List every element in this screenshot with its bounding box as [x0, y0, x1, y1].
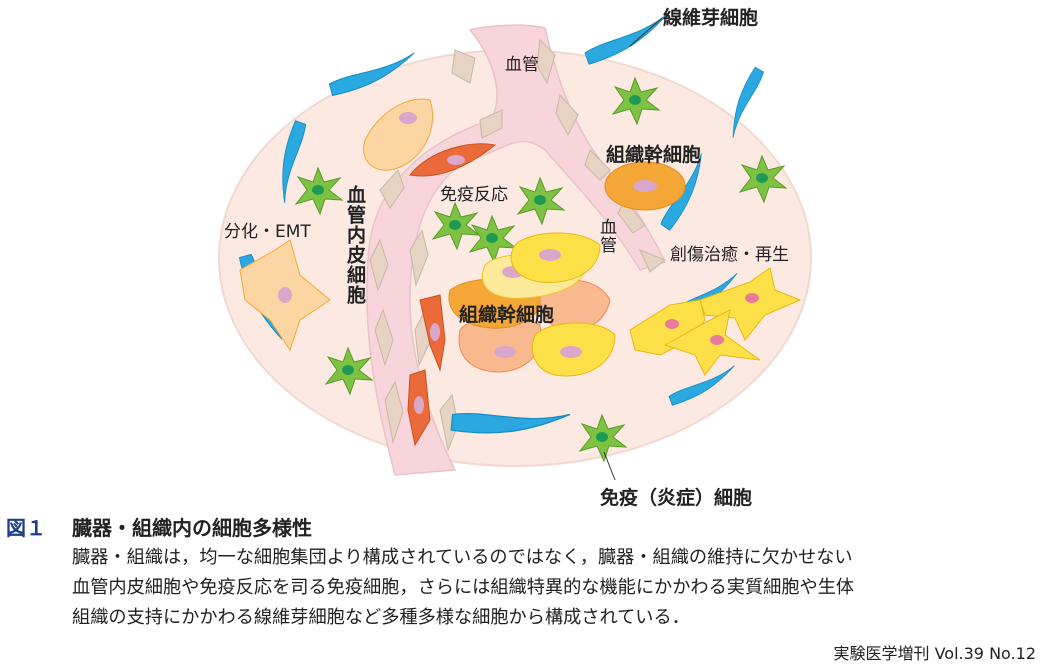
stem-cells [239, 98, 686, 352]
parenchymal-cluster [448, 232, 616, 377]
caption-line: 組織の支持にかかわる線維芽細胞など多種多様な細胞から構成されている． [72, 607, 690, 628]
label-stem-cell-upper: 組織幹細胞 [606, 144, 702, 166]
cell-diversity-diagram [218, 14, 812, 481]
endothelial-cells [407, 143, 497, 447]
label-fibroblast: 線維芽細胞 [663, 7, 759, 29]
label-immune-response: 免疫反応 [440, 185, 508, 205]
figure-caption: 臓器・組織は，均一な細胞集団より構成されているのではなく，臓器・組織の維持に欠か… [72, 543, 1042, 633]
figure-number: 図１ [6, 516, 46, 540]
label-wound-healing: 創傷治癒・再生 [670, 245, 789, 265]
parenchymal-cells [629, 267, 802, 376]
label-stem-cell-center: 組織幹細胞 [459, 304, 555, 326]
label-vessel-right: 血管 [596, 218, 616, 254]
source-citation: 実験医学増刊 Vol.39 No.12 [833, 644, 1036, 663]
label-differentiation-emt: 分化・EMT [224, 222, 311, 242]
figure-title: 臓器・組織内の細胞多様性 [72, 516, 312, 540]
caption-line: 臓器・組織は，均一な細胞集団より構成されているのではなく，臓器・組織の維持に欠か… [72, 547, 853, 568]
label-vessel-top: 血管 [505, 55, 539, 75]
label-immune-cell: 免疫（炎症）細胞 [600, 487, 753, 509]
caption-line: 血管内皮細胞や免疫反応を司る免疫細胞，さらには組織特異的な機能にかかわる実質細胞… [72, 577, 855, 598]
fibroblast-leader-line [629, 17, 663, 47]
endothelial-lining [369, 38, 666, 452]
label-endothelial-cell: 血管内皮細胞 [344, 185, 366, 305]
immune-cell-leader-line [603, 451, 616, 481]
